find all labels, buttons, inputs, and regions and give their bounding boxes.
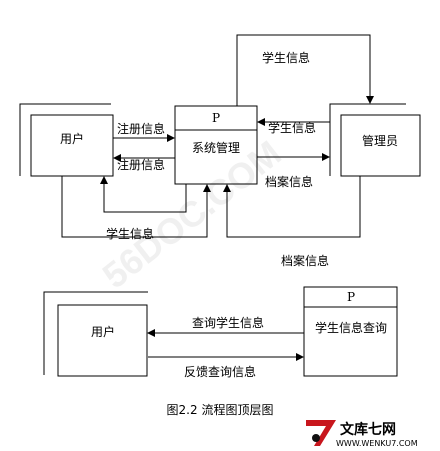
- flow-register-out-label: 注册信息: [117, 157, 165, 172]
- figure-caption: 图2.2 流程图顶层图: [167, 402, 274, 417]
- process-id: P: [212, 111, 220, 125]
- flow-loop-top-label: 学生信息: [262, 50, 310, 65]
- flow-feedback-label: 反馈查询信息: [184, 364, 256, 379]
- query-process-id: P: [347, 290, 355, 304]
- brand-url-text: WWW.WENKU7.COM: [336, 439, 418, 448]
- user-entity-label: 用户: [60, 131, 84, 146]
- flow-system-to-user-bottom: [100, 176, 187, 213]
- flow-loop-top: [236, 34, 374, 106]
- flow-register-in-label: 注册信息: [117, 121, 165, 136]
- flow-admin-bottom-label: 档案信息: [281, 253, 329, 268]
- process-system-management: P 系统管理: [174, 105, 258, 185]
- process-name: 系统管理: [192, 140, 240, 155]
- user-entity-query: 用户: [43, 291, 148, 377]
- flow-query-request-label: 查询学生信息: [192, 315, 264, 330]
- query-process-name: 学生信息查询: [315, 320, 387, 335]
- admin-entity: 管理员: [329, 103, 421, 177]
- flow-admin-to-system-bottom: [223, 176, 361, 238]
- brand-cn-text: 文库七网: [340, 421, 396, 438]
- flow-admin-to-system-label: 学生信息: [268, 120, 316, 135]
- brand-seven-icon: [306, 420, 336, 446]
- admin-entity-label: 管理员: [362, 133, 398, 148]
- flow-system-to-admin-label: 档案信息: [265, 174, 313, 189]
- process-student-query: P 学生信息查询: [303, 286, 398, 377]
- flow-user-bottom-label: 学生信息: [106, 226, 154, 241]
- query-user-label: 用户: [91, 324, 115, 339]
- brand-logo: 文库七网 WWW.WENKU7.COM: [306, 420, 418, 448]
- user-entity-top: 用户: [19, 103, 114, 177]
- flow-user-to-system-bottom: [61, 176, 211, 238]
